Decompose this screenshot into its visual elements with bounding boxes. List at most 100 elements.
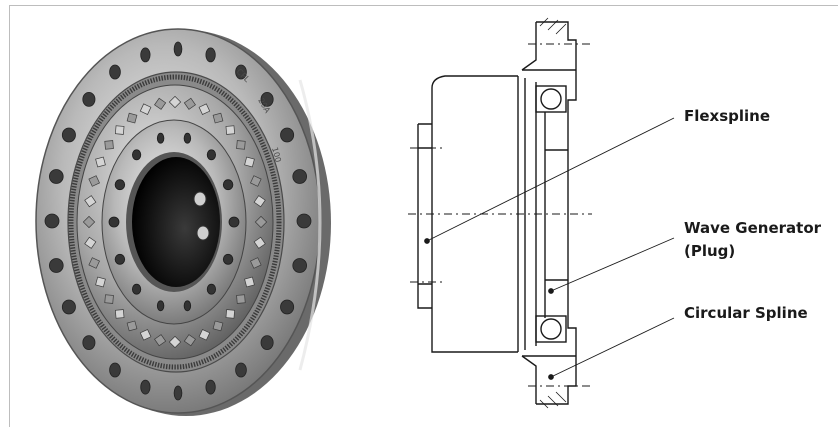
flexspline-cup-top xyxy=(431,75,518,89)
outer-bolt-hole xyxy=(260,92,274,107)
bearing-roller xyxy=(114,309,125,319)
bearing-roller xyxy=(183,334,196,347)
bearing-roller xyxy=(212,320,224,332)
outer-bolt-hole xyxy=(48,169,64,184)
outer-bolt-hole xyxy=(82,92,96,107)
outer-bolt-hole xyxy=(235,64,247,80)
circular-spline-bottom-left xyxy=(521,355,537,404)
circular-spline-bottom-flange xyxy=(536,318,577,405)
outer-bolt-hole xyxy=(235,362,247,378)
bearing-roller xyxy=(139,103,152,115)
bearing-roller xyxy=(88,257,100,269)
bearing-roller xyxy=(250,257,262,269)
flexspline-leader-dot xyxy=(424,238,430,244)
bearing-roller xyxy=(114,125,125,135)
harmonic-drive-photo: CPL 20A 100 xyxy=(35,28,331,416)
center-bore xyxy=(132,157,220,287)
bearing-roller xyxy=(236,140,246,150)
outer-bolt-hole xyxy=(48,258,64,273)
callout-leaders xyxy=(424,117,675,380)
bearing-ball-top xyxy=(540,88,562,110)
inner-bolt-hole xyxy=(222,253,234,265)
hub-bolt-center-lines xyxy=(410,147,446,283)
outer-bolt-hole xyxy=(280,299,295,315)
flexspline-hub xyxy=(417,123,432,309)
cross-section-drawing xyxy=(408,17,592,409)
bearing-roller xyxy=(212,112,224,124)
bearing-roller xyxy=(104,294,114,304)
bearing-roller xyxy=(253,236,266,249)
bearing-roller xyxy=(183,97,196,110)
outer-bolt-hole xyxy=(292,169,308,184)
outer-bolt-hole xyxy=(205,379,216,395)
inner-bolt-hole xyxy=(156,300,165,312)
outer-bolt-hole xyxy=(292,258,308,273)
flexspline-cup-outline xyxy=(431,88,518,353)
bearing-roller xyxy=(250,175,262,187)
rim-highlight xyxy=(298,79,322,371)
flange-edges xyxy=(522,69,576,357)
bearing-bottom-box xyxy=(535,315,567,343)
circular-spline-top-flange xyxy=(536,21,577,112)
circular-spline-leader xyxy=(550,317,675,378)
label-flexspline: Flexspline xyxy=(684,107,770,125)
bearing-roller xyxy=(244,156,255,168)
bearing-roller xyxy=(198,103,211,115)
inner-bolt-hole xyxy=(132,149,142,161)
bearing-roller xyxy=(154,334,167,347)
inner-bolt-hole xyxy=(114,179,126,191)
inner-bolt-hole xyxy=(156,132,165,144)
circular-spline-top-left xyxy=(521,22,537,71)
outer-bolt-hole xyxy=(44,213,60,229)
outer-bolt-hole xyxy=(82,335,96,351)
bearing-roller xyxy=(139,329,152,341)
flange-bolt-center-lines xyxy=(528,43,590,387)
outer-bolt-hole xyxy=(109,64,121,80)
bearing-top-box xyxy=(535,85,567,113)
inner-bolt-hole xyxy=(228,216,240,228)
inner-bolt-hole xyxy=(183,300,192,312)
outer-bolt-hole xyxy=(140,47,151,63)
bearing-roller xyxy=(126,112,138,124)
bearing-ball-bottom xyxy=(540,318,562,340)
outer-bolt-hole xyxy=(280,127,295,143)
bore-pin-upper xyxy=(193,191,207,207)
bearing-roller xyxy=(84,236,97,249)
label-circular-spline: Circular Spline xyxy=(684,304,808,322)
outer-bolt-holes xyxy=(44,41,312,401)
bearing-roller xyxy=(244,276,255,288)
outer-bolt-hole xyxy=(140,379,151,395)
bearing-roller xyxy=(95,156,106,168)
engraving-text-3: 100 xyxy=(270,146,283,163)
outer-bolt-hole xyxy=(61,299,76,315)
outer-bolt-hole xyxy=(109,362,121,378)
label-wave-generator: Wave Generator xyxy=(684,219,822,237)
flexspline-leader xyxy=(426,117,675,242)
bearing-roller xyxy=(236,294,246,304)
wave-generator-steps xyxy=(545,149,568,281)
bearing-roller xyxy=(95,276,106,288)
bearing-roller xyxy=(82,215,96,229)
outer-bolt-hole xyxy=(205,47,216,63)
bore-pin-lower xyxy=(196,225,210,241)
bearing-roller xyxy=(88,175,100,187)
circular-spline-leader-dot xyxy=(548,374,554,380)
inner-bolt-hole xyxy=(183,132,192,144)
bearing-roller xyxy=(225,125,236,135)
inner-bolt-hole xyxy=(222,179,234,191)
section-hatching xyxy=(539,17,567,409)
bearing-roller xyxy=(253,195,266,208)
gear-teeth-ring xyxy=(68,74,282,370)
bearing-roller xyxy=(254,215,268,229)
outer-bolt-hole xyxy=(173,385,183,401)
outer-bolt-hole xyxy=(61,127,76,143)
cross-roller-bearing xyxy=(82,95,268,349)
bearing-roller xyxy=(126,320,138,332)
outer-bolt-hole xyxy=(296,213,312,229)
inner-bolt-hole xyxy=(114,253,126,265)
bearing-roller xyxy=(154,97,167,110)
outer-bolt-hole xyxy=(173,41,183,57)
bearing-roller xyxy=(168,95,182,109)
center-lines xyxy=(408,43,592,387)
